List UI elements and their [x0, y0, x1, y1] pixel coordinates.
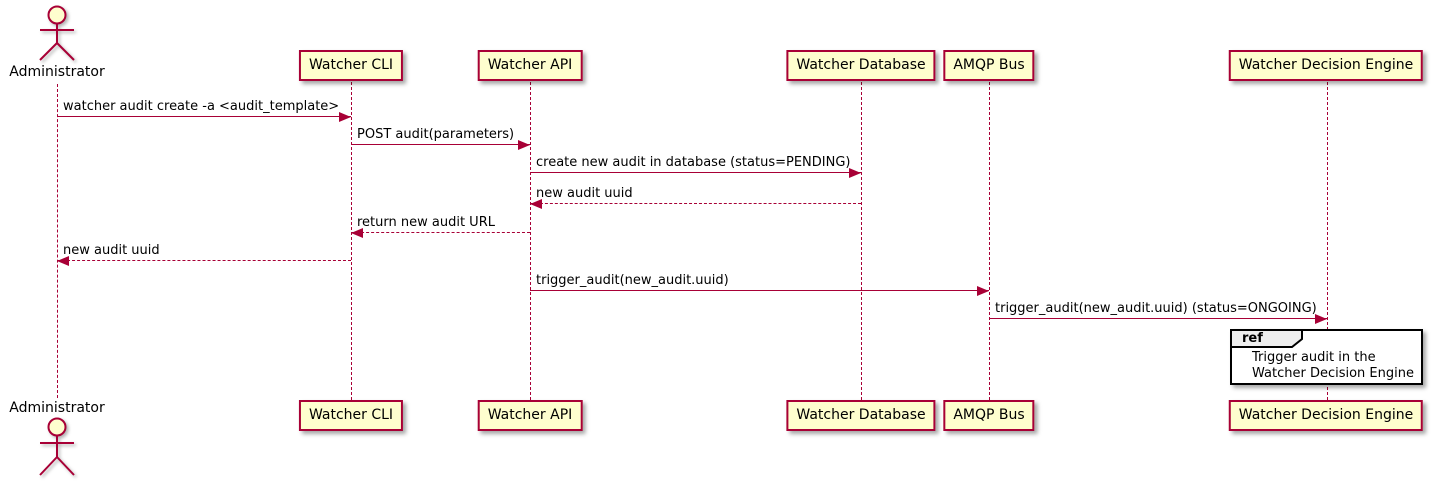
message-trigger-audit-ongoing: trigger_audit(new_audit.uuid) (status=ON…: [989, 299, 1327, 324]
message-create-audit-db: create new audit in database (status=PEN…: [530, 153, 861, 178]
message-arrow: [989, 314, 1327, 324]
ref-text-line-2: Watcher Decision Engine: [1252, 366, 1414, 381]
participant-watcher-decision-engine-top: Watcher Decision Engine: [1228, 50, 1424, 81]
message-label: trigger_audit(new_audit.uuid) (status=ON…: [995, 301, 1317, 316]
ref-text: Trigger audit in the Watcher Decision En…: [1252, 350, 1414, 382]
message-new-audit-uuid-return: new audit uuid: [530, 184, 861, 209]
ref-fragment: ref Trigger audit in the Watcher Decisio…: [1230, 329, 1423, 385]
message-label: POST audit(parameters): [357, 127, 515, 142]
message-arrow: [530, 168, 861, 178]
lifeline-watcher-database: [861, 82, 862, 400]
participant-watcher-decision-engine-bottom: Watcher Decision Engine: [1228, 400, 1424, 431]
message-label: trigger_audit(new_audit.uuid): [536, 273, 729, 288]
message-label: new audit uuid: [63, 243, 160, 258]
message-arrow: [57, 256, 351, 266]
message-arrow: [530, 286, 989, 296]
lifeline-amqp-bus: [989, 82, 990, 400]
message-post-audit: POST audit(parameters): [351, 125, 530, 150]
message-label: create new audit in database (status=PEN…: [536, 155, 851, 170]
message-trigger-audit: trigger_audit(new_audit.uuid): [530, 271, 989, 296]
actor-label-top: Administrator: [9, 64, 105, 80]
message-label: watcher audit create -a <audit_template>: [63, 99, 340, 114]
actor-icon: [39, 5, 75, 61]
participant-amqp-bus-bottom: AMQP Bus: [943, 400, 1035, 431]
message-arrow: [351, 140, 530, 150]
message-return-audit-url: return new audit URL: [351, 213, 530, 238]
lifeline-administrator: [57, 84, 58, 398]
message-label: return new audit URL: [357, 215, 495, 230]
message-arrow: [351, 228, 530, 238]
participant-watcher-api-bottom: Watcher API: [477, 400, 583, 431]
lifeline-watcher-api: [530, 82, 531, 400]
actor-label-bottom: Administrator: [9, 400, 105, 416]
message-label: new audit uuid: [536, 186, 633, 201]
participant-amqp-bus-top: AMQP Bus: [943, 50, 1035, 81]
ref-tag-label: ref: [1242, 331, 1263, 346]
ref-text-line-1: Trigger audit in the: [1252, 350, 1376, 365]
participant-watcher-cli-top: Watcher CLI: [298, 50, 404, 81]
ref-tab-shape: [1230, 329, 1303, 348]
lifeline-watcher-cli: [351, 82, 352, 400]
participant-watcher-api-top: Watcher API: [477, 50, 583, 81]
participant-watcher-database-bottom: Watcher Database: [786, 400, 936, 431]
message-arrow: [57, 112, 351, 122]
lifeline-watcher-decision-engine: [1327, 82, 1328, 400]
actor-icon: [39, 417, 75, 476]
message-audit-create: watcher audit create -a <audit_template>: [57, 97, 351, 122]
message-arrow: [530, 199, 861, 209]
participant-watcher-database-top: Watcher Database: [786, 50, 936, 81]
message-new-audit-uuid-admin: new audit uuid: [57, 241, 351, 266]
participant-watcher-cli-bottom: Watcher CLI: [298, 400, 404, 431]
